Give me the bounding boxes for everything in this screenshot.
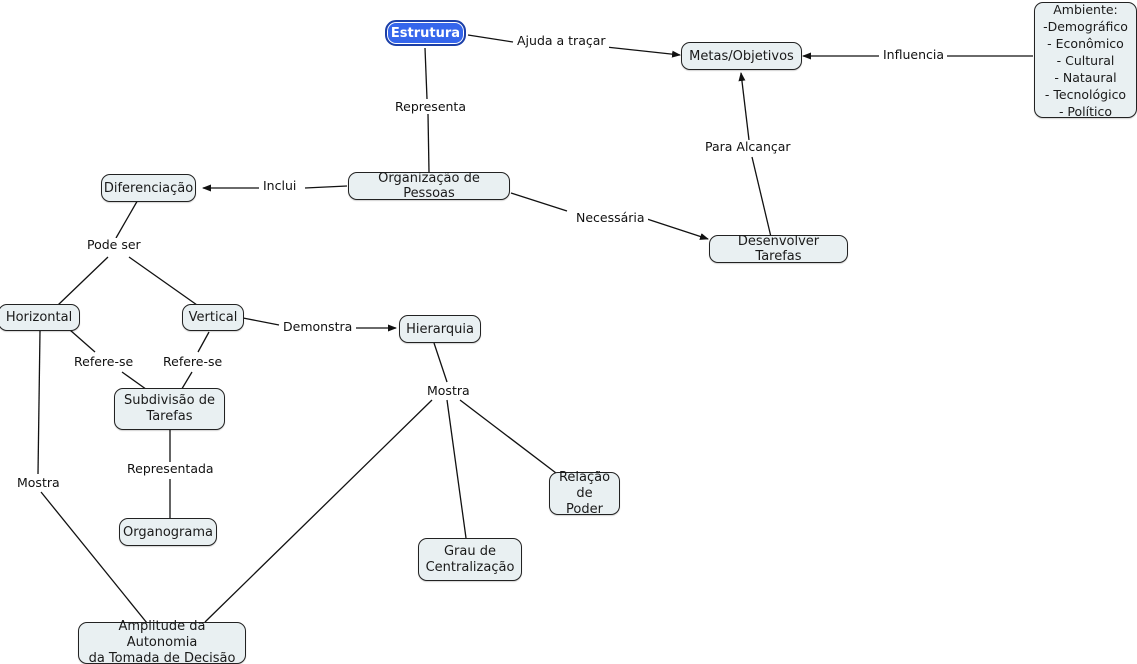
edge-organizacao-diferenciacao-a [304, 185, 348, 189]
edge-label-inclui: Inclui [260, 179, 300, 193]
edge-desenvolver-metas-a [751, 156, 772, 238]
edge-label-representada: Representada [124, 462, 217, 476]
edge-organizacao-desenvolver-a [510, 192, 568, 212]
node-metas-objetivos[interactable]: Metas/Objetivos [681, 42, 802, 70]
edge-label-pode-ser: Pode ser [84, 238, 144, 252]
node-organizacao-de-pessoas[interactable]: Organização de Pessoas [348, 171, 510, 201]
node-horizontal[interactable]: Horizontal [0, 304, 80, 331]
node-vertical[interactable]: Vertical [182, 304, 244, 331]
node-desenvolver-tarefas[interactable]: Desenvolver Tarefas [709, 234, 848, 264]
edge-label-influencia: Influencia [880, 48, 948, 62]
edge-mostra-relacaopoder [459, 399, 557, 474]
edge-label-ajuda-a-tracar: Ajuda a traçar [514, 34, 609, 48]
node-diferenciacao[interactable]: Diferenciação [101, 174, 196, 202]
node-relacao-de-poder[interactable]: Relação de Poder [549, 470, 620, 517]
edge-label-refere-se-vertical: Refere-se [160, 355, 226, 369]
edge-label-representa: Representa [392, 100, 469, 114]
edge-estrutura-metas-b [605, 46, 681, 58]
node-amplitude-autonomia[interactable]: Amplitude da Autonomia da Tomada de Deci… [78, 619, 246, 664]
node-subdivisao-de-tarefas[interactable]: Subdivisão de Tarefas [114, 388, 225, 430]
edge-diferenciacao-podeser [115, 197, 140, 239]
edge-estrutura-organizacao-b [427, 113, 430, 173]
edge-hierarquia-mostra [433, 342, 448, 383]
edge-label-necessaria: Necessária [573, 211, 648, 225]
node-grau-de-centralizacao[interactable]: Grau de Centralização [418, 538, 522, 581]
edge-podeser-horizontal [57, 256, 109, 306]
edge-label-refere-se-horizontal: Refere-se [71, 355, 137, 369]
edge-organizacao-desenvolver-b [646, 218, 709, 240]
edge-label-mostra-horizontal: Mostra [14, 476, 63, 490]
edge-desenvolver-metas-b [738, 72, 750, 141]
edge-estrutura-metas-a [467, 34, 514, 43]
edge-label-mostra-hierarquia: Mostra [424, 384, 473, 398]
edge-horizontal-subdivisao-a [69, 329, 96, 353]
edge-estrutura-organizacao-a [424, 47, 428, 100]
node-estrutura[interactable]: Estrutura [385, 20, 466, 46]
node-ambiente[interactable]: Ambiente: -Demográfico - Econômico - Cul… [1034, 2, 1137, 119]
edge-label-para-alcancar: Para Alcançar [702, 140, 794, 154]
edge-podeser-vertical [128, 256, 198, 306]
edge-mostra-graucentralizacao [446, 399, 467, 539]
edge-horizontal-amplitude-a [37, 330, 41, 475]
edge-vertical-subdivisao-a [197, 331, 210, 353]
node-organograma[interactable]: Organograma [119, 518, 217, 546]
edge-horizontal-amplitude-b [40, 491, 148, 624]
edge-vertical-hierarquia-a [242, 317, 280, 326]
node-hierarquia[interactable]: Hierarquia [399, 315, 481, 343]
edge-label-demonstra: Demonstra [280, 320, 356, 334]
edge-mostra-amplitude [204, 399, 433, 623]
